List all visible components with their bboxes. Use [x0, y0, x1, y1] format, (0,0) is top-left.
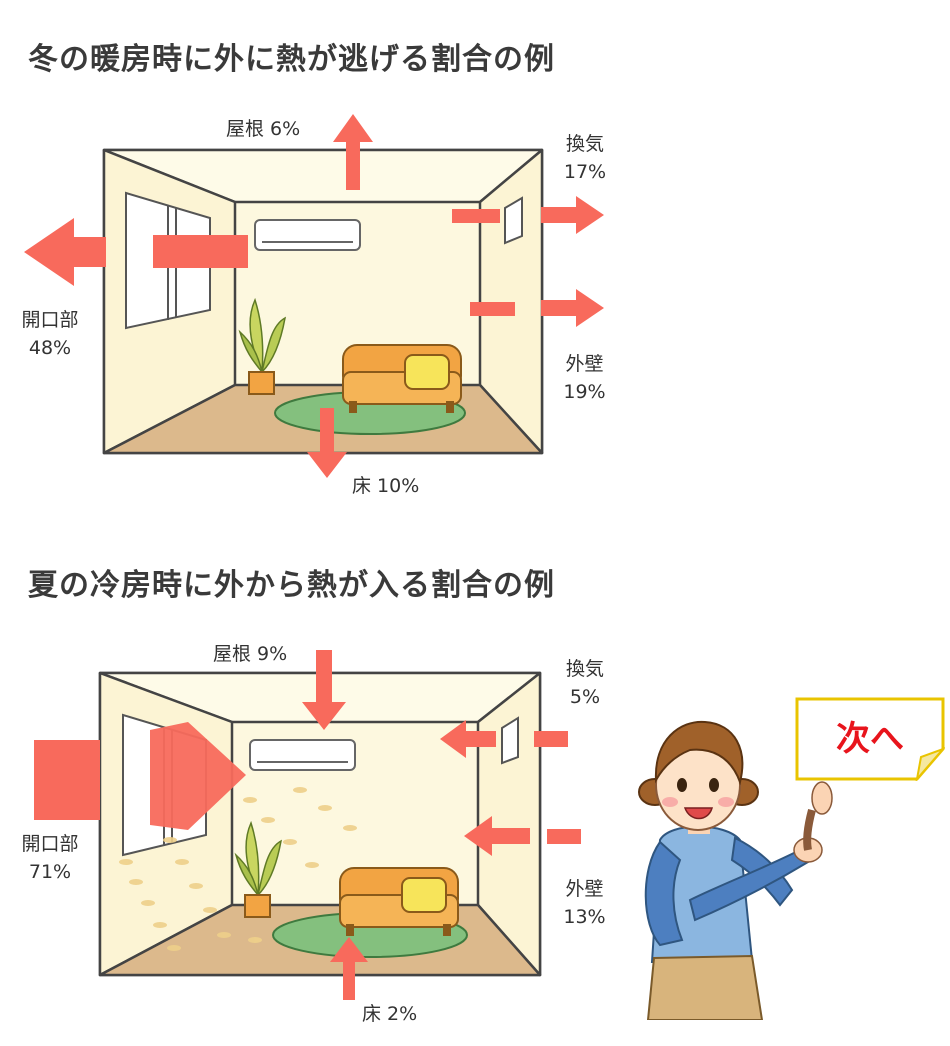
summer-opening-pct: 71%: [28, 861, 72, 883]
winter-roof-label: 屋根 6%: [226, 118, 301, 140]
winter-wall-name: 外壁: [565, 353, 604, 375]
winter-wall-label: 外壁 19%: [557, 350, 612, 406]
floor-arrow: [330, 937, 368, 1000]
opening-arrow: [34, 740, 100, 820]
opening-arrow: [24, 218, 106, 286]
air-conditioner: [254, 219, 361, 251]
sunlight-streaks: [119, 787, 357, 951]
sofa-icon: [339, 867, 459, 936]
summer-vent-label: 換気 5%: [560, 655, 610, 711]
summer-opening-label: 開口部 71%: [14, 830, 86, 886]
winter-floor-label: 床 10%: [352, 475, 420, 497]
winter-vent-name: 換気: [565, 133, 604, 155]
summer-wall-name: 外壁: [565, 878, 604, 900]
winter-opening-pct: 48%: [28, 337, 72, 359]
winter-wall-pct: 19%: [563, 381, 606, 403]
air-conditioner: [249, 739, 356, 771]
wall-vent: [501, 716, 519, 765]
sofa-icon: [342, 344, 462, 413]
summer-wall-label: 外壁 13%: [557, 875, 612, 931]
winter-opening-name: 開口部: [21, 309, 79, 331]
winter-vent-pct: 17%: [563, 161, 607, 183]
next-button[interactable]: 次へ: [795, 697, 945, 781]
roof-arrow: [302, 650, 346, 730]
wall-arrow: [541, 289, 604, 327]
woman-character-illustration: [638, 720, 833, 1020]
summer-title: 夏の冷房時に外から熱が入る割合の例: [28, 568, 555, 603]
vent-arrow: [440, 720, 496, 758]
summer-wall-pct: 13%: [563, 906, 606, 928]
heat-arrows: [34, 650, 581, 1000]
roof-arrow: [333, 114, 373, 190]
winter-title: 冬の暖房時に外に熱が逃げる割合の例: [28, 42, 555, 77]
summer-opening-name: 開口部: [21, 833, 79, 855]
summer-floor-label: 床 2%: [362, 1003, 418, 1025]
winter-vent-label: 換気 17%: [560, 130, 610, 186]
wall-arrow: [464, 816, 530, 856]
vent-arrow: [541, 196, 604, 234]
floor-arrow: [307, 440, 347, 478]
next-button-label: 次へ: [836, 719, 904, 759]
heat-arrows: [24, 114, 604, 478]
summer-vent-pct: 5%: [569, 686, 601, 708]
winter-opening-label: 開口部 48%: [14, 306, 86, 362]
winter-room-illustration: [24, 114, 604, 478]
summer-roof-label: 屋根 9%: [213, 643, 288, 665]
wall-vent: [504, 196, 523, 245]
next-button-frame: [795, 697, 945, 781]
plant-icon: [234, 820, 283, 918]
summer-vent-name: 換気: [565, 658, 604, 680]
plant-icon: [238, 297, 287, 395]
